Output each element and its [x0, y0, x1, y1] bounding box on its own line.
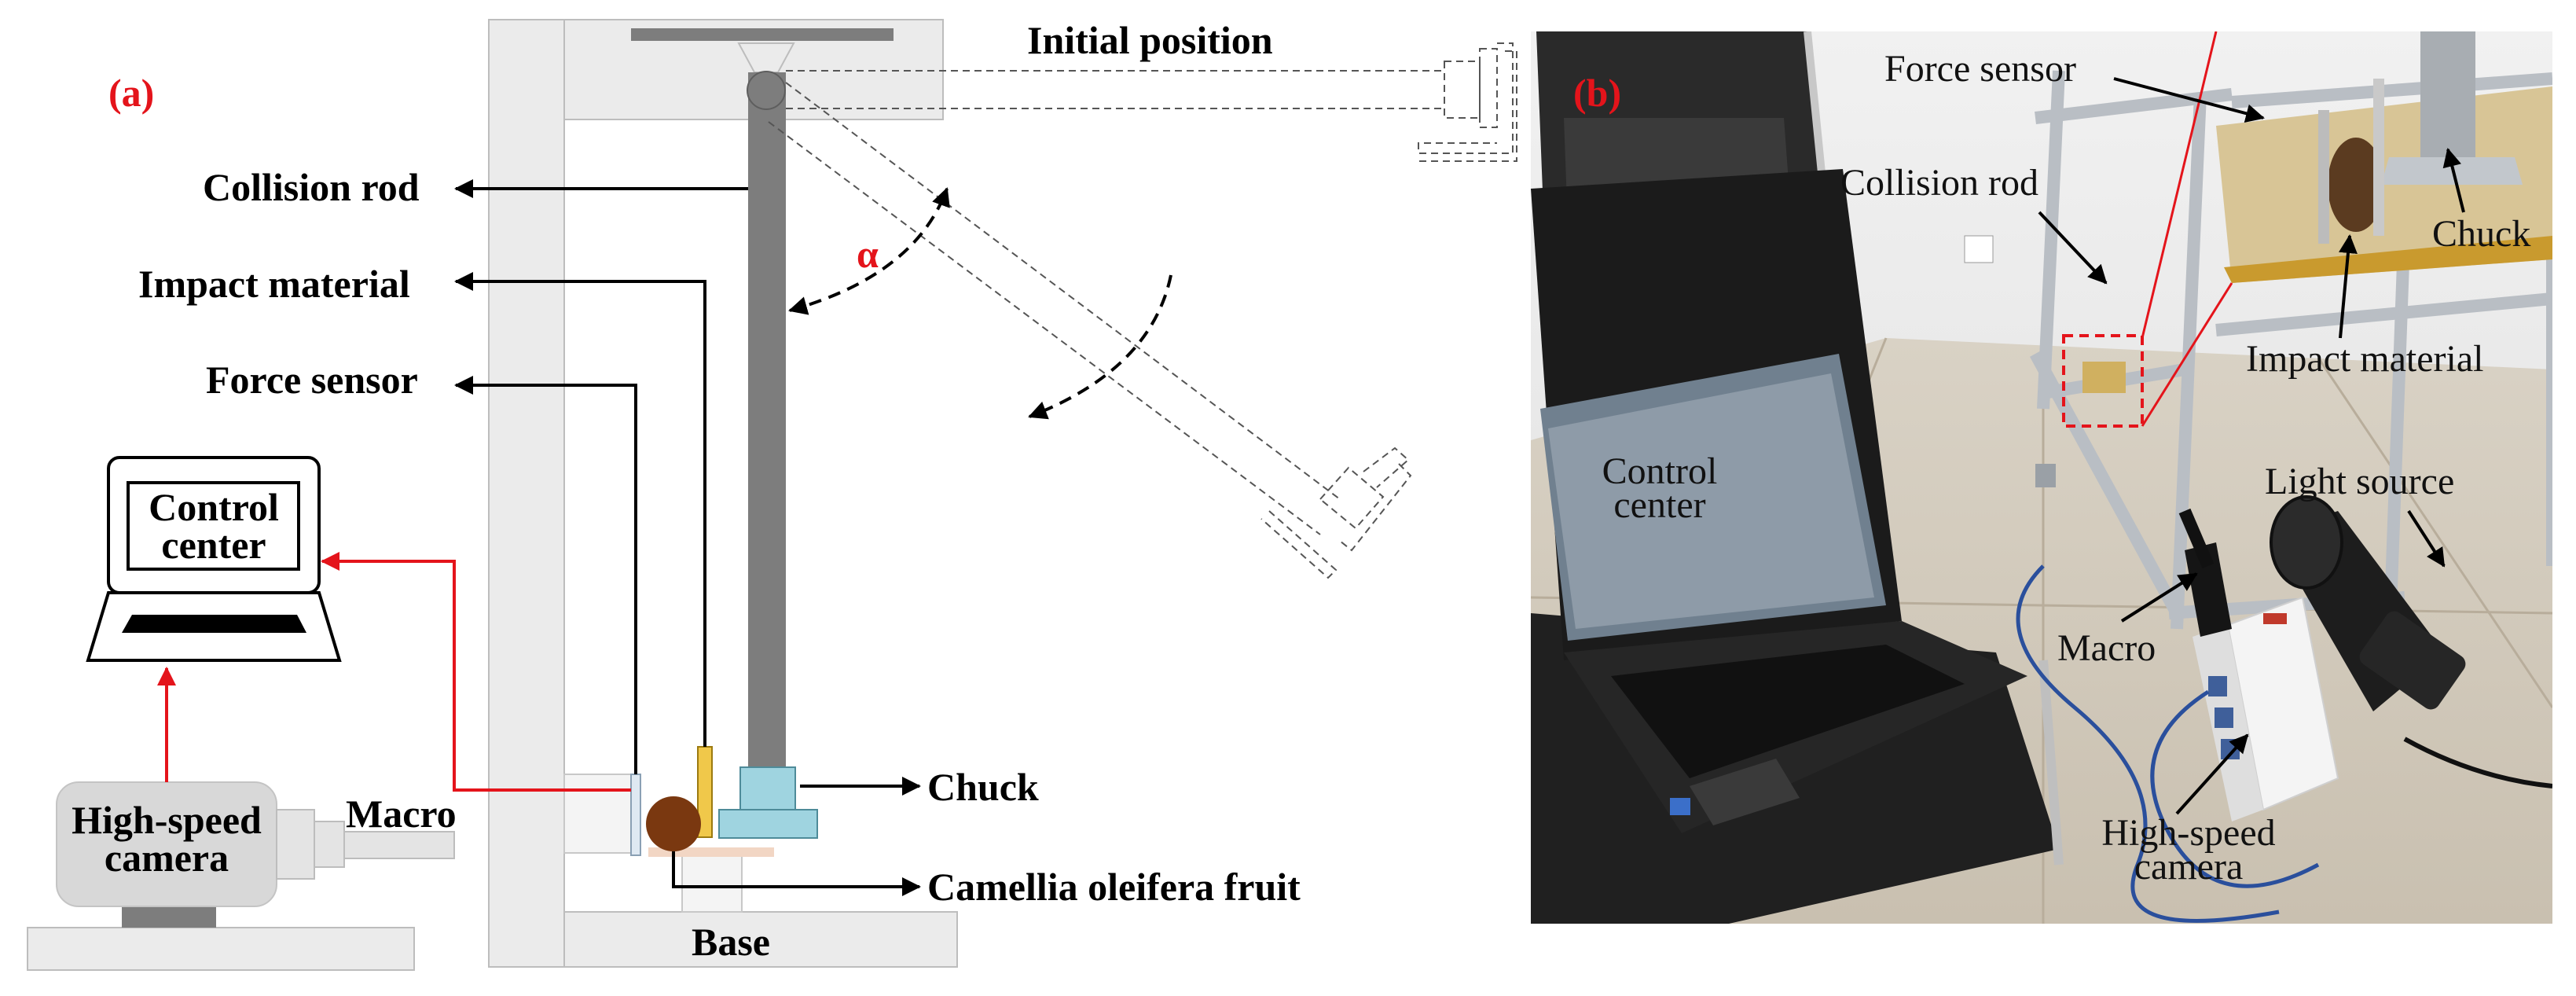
control-center-label-line2: center [161, 523, 266, 567]
frame-base [563, 911, 958, 968]
photo-collision-rod-arrow [2038, 211, 2108, 285]
initial-rod-outline [786, 42, 1517, 162]
high-speed-camera-label-line1: High-speed [72, 798, 262, 842]
photo-force-sensor-arrow [2113, 77, 2265, 123]
photo-laptop [1531, 169, 2027, 833]
photo-force-sensor-label: Force sensor [1884, 48, 2076, 90]
fruit-support [681, 852, 743, 913]
force-sensor-callout: Force sensor [206, 358, 637, 774]
photo-light-source-arrow [2407, 509, 2446, 568]
base-label: Base [692, 920, 770, 964]
photo-camera-arrow [2175, 733, 2249, 815]
camellia-fruit [646, 796, 701, 851]
photo-collision-rod-label: Collision rod [1840, 162, 2038, 204]
photo-macro-label: Macro [2057, 627, 2156, 669]
sensor-bracket [563, 774, 637, 854]
collision-rod-callout: Collision rod [203, 165, 748, 209]
fruit-label: Camellia oleifera fruit [927, 865, 1301, 909]
control-center-label-line1: Control [149, 485, 279, 529]
photo-high-speed-camera [2178, 508, 2339, 821]
high-speed-camera-label-line2: camera [105, 836, 229, 880]
pivot-plate [631, 28, 894, 41]
photo-control-center-line1: Control [1602, 450, 1718, 492]
initial-position-label: Initial position [1027, 18, 1273, 62]
swing-direction-arc [1028, 274, 1172, 420]
photo-high-speed-camera-line1: High-speed [2101, 812, 2275, 854]
photo-control-center-line2: center [1613, 484, 1705, 526]
panel-b-photo: (b) Force sensor Collision rod Chuck Imp… [1531, 31, 2552, 924]
photo-light-source [2270, 495, 2466, 711]
photo-impact-material-label: Impact material [2246, 338, 2484, 380]
collision-rod [748, 72, 786, 796]
force-sensor-label: Force sensor [206, 358, 418, 402]
photo-light-source-label: Light source [2265, 461, 2454, 502]
panel-a-tag: (a) [108, 71, 154, 115]
chuck-head [739, 766, 796, 810]
impact-material-label: Impact material [138, 262, 410, 306]
panel-a-schematic: (a) [27, 18, 1517, 971]
high-speed-camera-device: High-speed camera Macro [27, 781, 457, 971]
collision-rod-label: Collision rod [203, 165, 420, 209]
photo-macro-arrow [2120, 572, 2198, 623]
rig-top [2216, 31, 2552, 283]
sensor-to-pc-signal [321, 552, 631, 792]
control-center-laptop: Control center [86, 456, 342, 662]
wall-socket [1964, 235, 1994, 263]
swinging-rod-outline [768, 82, 1412, 579]
rod-pivot [747, 71, 786, 110]
photo-impact-material-arrow [2339, 234, 2358, 339]
chuck-label: Chuck [927, 765, 1039, 809]
force-sensor-plate [630, 774, 641, 856]
alpha-symbol: α [857, 232, 879, 276]
frame-column [488, 19, 565, 968]
chuck-base [718, 809, 818, 839]
photo-chuck-label: Chuck [2432, 213, 2530, 255]
photo-chuck-arrow [2442, 148, 2465, 213]
photo-high-speed-camera-line2: camera [2134, 846, 2244, 888]
macro-label-a: Macro [346, 792, 457, 836]
impact-material-callout: Impact material [138, 262, 706, 747]
chuck-callout: Chuck [800, 765, 1039, 809]
panel-b-tag: (b) [1573, 71, 1621, 115]
alpha-angle-arc [788, 187, 950, 315]
zoom-box [2062, 334, 2144, 428]
fruit-callout: Camellia oleifera fruit [672, 851, 1301, 909]
